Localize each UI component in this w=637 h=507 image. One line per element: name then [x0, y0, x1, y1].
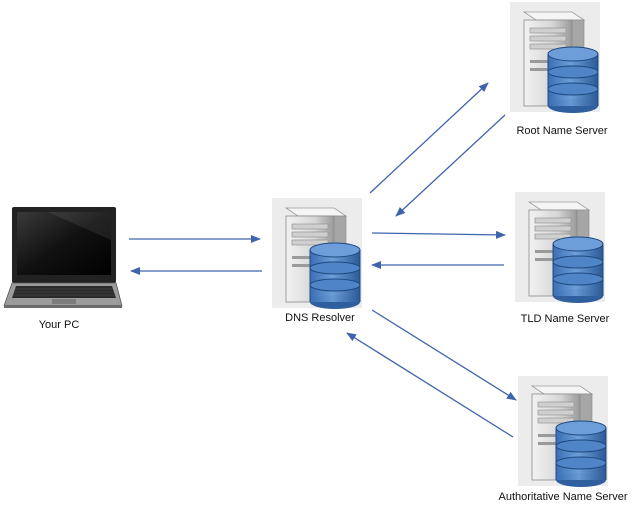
laptop-icon [3, 207, 123, 308]
tld-server-icon [514, 191, 606, 304]
arrow-resolver-to-auth [371, 309, 517, 401]
resolver-label: DNS Resolver [285, 312, 355, 324]
arrow-auth-to-resolver [346, 332, 514, 438]
tld-label: TLD Name Server [520, 313, 610, 325]
pc-label: Your PC [38, 319, 80, 331]
arrow-resolver-to-root [369, 82, 489, 194]
arrow-resolver-to-tld [371, 230, 506, 239]
root-label: Root Name Server [516, 125, 608, 137]
arrow-root-to-resolver [395, 114, 506, 217]
auth-label: Authoritative Name Server [498, 491, 628, 503]
resolver-server-icon [271, 197, 363, 310]
auth-server-icon [517, 375, 609, 488]
root-server-icon [509, 1, 601, 114]
